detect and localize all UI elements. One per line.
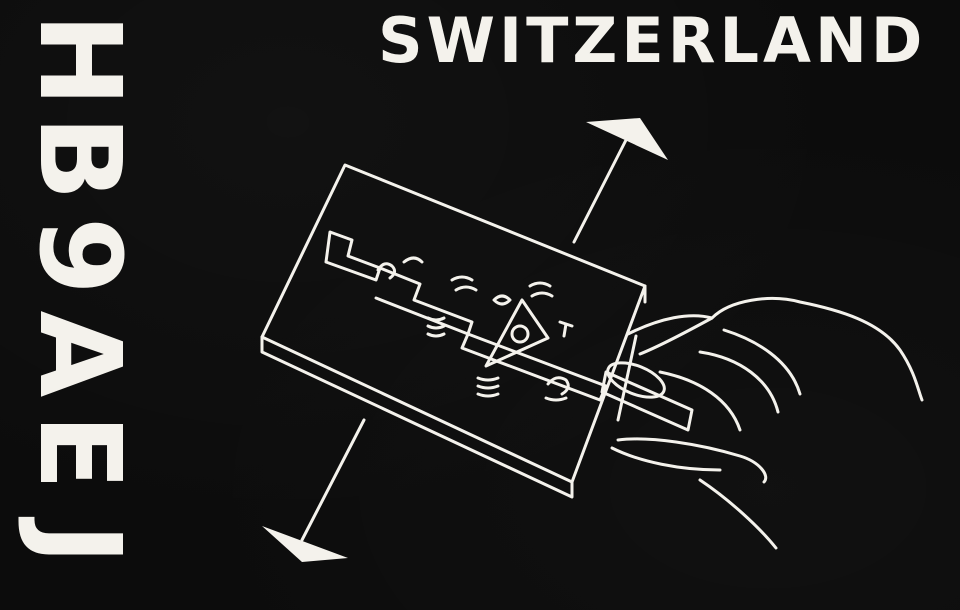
hand-index-knuckle — [638, 316, 714, 356]
key-lever-rear — [374, 266, 474, 336]
hand-finger-line-1 — [722, 328, 802, 396]
hand-back — [626, 297, 924, 402]
key-paddle — [600, 370, 694, 432]
spring-3 — [426, 316, 446, 338]
spring-7 — [544, 376, 570, 402]
arrow-down-head — [262, 526, 348, 562]
arrow-up-head — [586, 118, 668, 160]
hand-finger-line-3 — [658, 370, 742, 432]
hand-thumb-inner — [610, 446, 722, 472]
country-title: SWITZERLAND — [378, 4, 927, 77]
spring-5 — [528, 281, 554, 298]
spring-6 — [476, 376, 500, 398]
spring-1 — [376, 262, 397, 280]
hand-wrist — [698, 478, 778, 550]
adjust-screw-2 — [558, 320, 574, 338]
spring-4 — [450, 275, 478, 292]
key-knob — [606, 361, 666, 399]
arrow-up-shaft — [572, 138, 628, 244]
key-pivot-bracket — [484, 298, 550, 368]
spring-2 — [402, 256, 424, 264]
key-pivot-screw — [510, 324, 530, 344]
adjust-screw-1 — [492, 294, 512, 306]
key-lever-arm — [460, 332, 608, 402]
key-base-edge — [260, 335, 574, 499]
hand-finger-line-2 — [698, 350, 780, 414]
key-rear-block — [324, 230, 382, 282]
hand-thumb — [616, 437, 768, 484]
hand-palm-edge — [616, 334, 638, 422]
arrow-down-shaft — [300, 418, 366, 542]
